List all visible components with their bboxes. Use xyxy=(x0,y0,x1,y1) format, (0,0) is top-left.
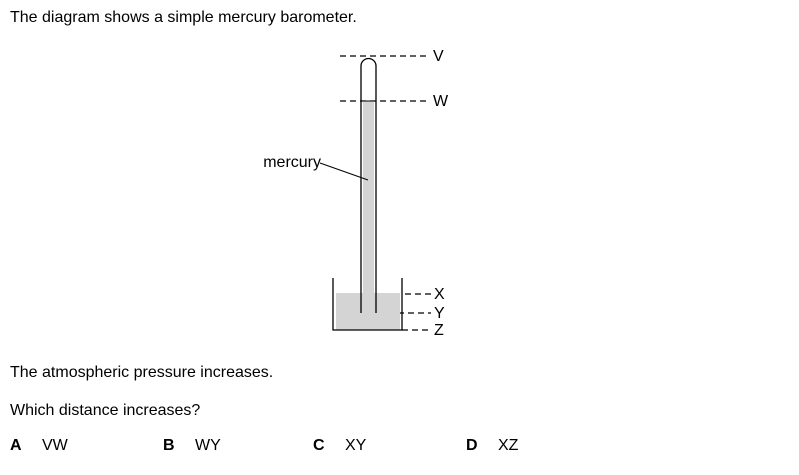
tube xyxy=(360,57,377,313)
option-letter: B xyxy=(163,437,175,454)
option-b[interactable]: B WY xyxy=(163,437,221,455)
option-text: WY xyxy=(195,437,221,454)
level-label-v: V xyxy=(433,48,444,65)
statement-text: The atmospheric pressure increases. xyxy=(10,364,274,381)
option-d[interactable]: D XZ xyxy=(466,437,518,455)
mercury-column xyxy=(363,101,374,313)
option-a[interactable]: A VW xyxy=(10,437,68,455)
mercury-label: mercury xyxy=(263,154,321,171)
mercury-pointer xyxy=(319,162,369,181)
option-letter: D xyxy=(466,437,478,454)
option-c[interactable]: C XY xyxy=(313,437,366,455)
option-letter: A xyxy=(10,437,22,454)
question-prompt: Which distance increases? xyxy=(10,402,201,419)
level-label-w: W xyxy=(433,93,449,110)
option-text: VW xyxy=(42,437,68,454)
level-label-y: Y xyxy=(434,305,445,322)
option-letter: C xyxy=(313,437,325,454)
option-text: XZ xyxy=(498,437,519,454)
intro-text: The diagram shows a simple mercury barom… xyxy=(10,9,357,26)
option-text: XY xyxy=(345,437,367,454)
dish xyxy=(332,278,403,331)
level-label-z: Z xyxy=(434,322,444,339)
level-label-x: X xyxy=(434,286,445,303)
